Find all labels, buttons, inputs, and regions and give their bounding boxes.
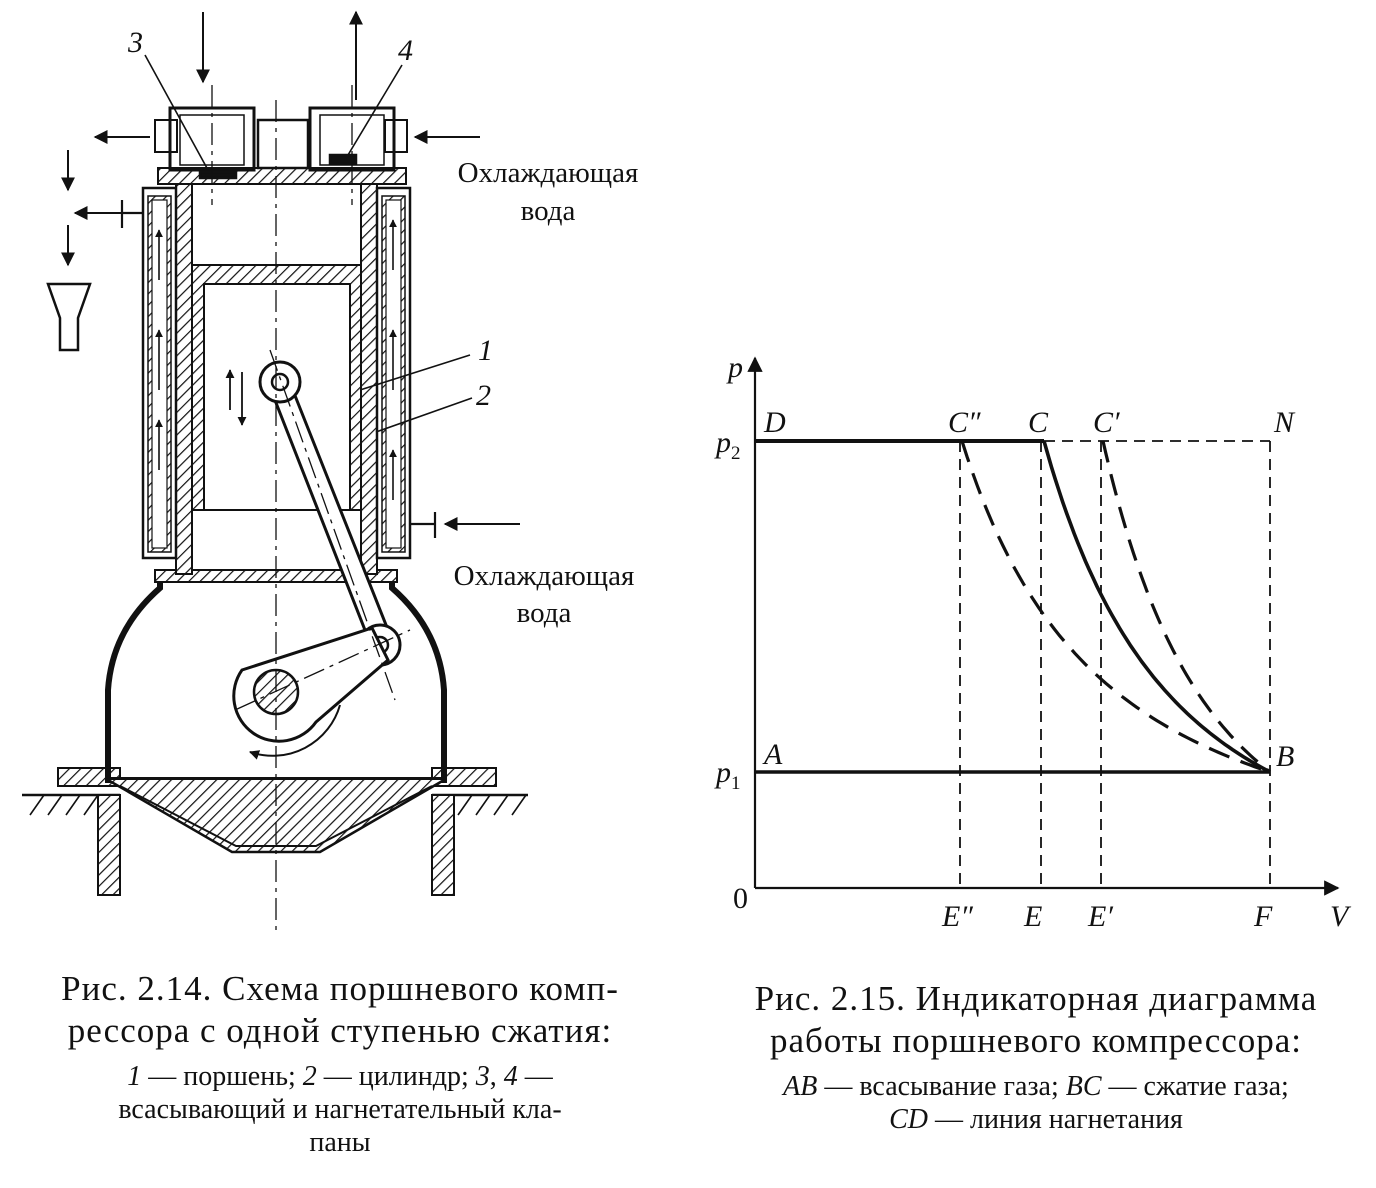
point-label-n: N — [1273, 406, 1296, 439]
drain-funnel-icon — [46, 282, 92, 352]
point-label-f: F — [1253, 900, 1273, 933]
caption-fig-2-14-title: Рис. 2.14. Схема поршневого комп- рессор… — [10, 968, 670, 1052]
flow-arrows — [61, 10, 520, 531]
point-label-c1: C′ — [1093, 406, 1120, 439]
center-lines — [211, 85, 411, 930]
point-label-b: B — [1276, 740, 1294, 773]
cooling-water-bottom-line2: вода — [517, 597, 572, 629]
discharge-valve-plate — [328, 153, 358, 166]
caption-fig-2-15-line1: Рис. 2.15. Индикаторная диаграмма — [754, 979, 1318, 1018]
caption-fig-2-15-title: Рис. 2.15. Индикаторная диаграмма работы… — [700, 978, 1372, 1062]
caption-fig-2-15-legend-line1: AB — всасывание газа; BC — сжатие газа; — [783, 1071, 1289, 1102]
compressor-scheme — [22, 10, 528, 930]
caption-fig-2-14-line2: рессора с одной ступенью сжатия: — [67, 1011, 613, 1050]
caption-fig-2-14-legend: 1 — поршень; 2 — цилиндр; 3, 4 — всасыва… — [10, 1060, 670, 1159]
curve-bc1-adiabatic — [1101, 440, 1271, 774]
point-label-e: E — [1023, 900, 1042, 933]
cooling-water-bottom-line1: Охлаждающая — [454, 560, 635, 592]
point-label-c2: C″ — [948, 406, 981, 439]
curve-bc2-isothermal — [960, 440, 1271, 774]
axis-label-v: V — [1330, 900, 1352, 933]
connecting-rod — [258, 360, 402, 667]
point-label-e1: E′ — [1087, 900, 1113, 933]
water-jacket-left — [141, 186, 178, 560]
point-label-d: D — [763, 406, 786, 439]
cylinder-wall-right — [360, 179, 378, 575]
cylinder-wall-left — [175, 179, 193, 575]
part-label-1: 1 — [478, 334, 493, 367]
caption-fig-2-14: Рис. 2.14. Схема поршневого комп- рессор… — [10, 968, 670, 1159]
part-label-3: 3 — [127, 26, 143, 59]
caption-fig-2-15-legend: AB — всасывание газа; BC — сжатие газа; … — [700, 1070, 1372, 1136]
point-label-e2: E″ — [941, 900, 973, 933]
pressure-label-p2: p2 — [714, 426, 741, 464]
cooling-water-top-line1: Охлаждающая — [458, 157, 639, 189]
point-label-c: C — [1028, 406, 1049, 439]
caption-fig-2-15-line2: работы поршневого компрессора: — [769, 1021, 1303, 1060]
indicator-diagram — [747, 356, 1340, 896]
caption-fig-2-14-line1: Рис. 2.14. Схема поршневого комп- — [61, 969, 619, 1008]
cooling-water-top-line2: вода — [521, 195, 576, 227]
caption-fig-2-14-legend-line1: 1 — поршень; 2 — цилиндр; 3, 4 — — [127, 1061, 553, 1092]
water-flow-arrows — [155, 219, 397, 500]
point-label-a: A — [762, 738, 783, 771]
part-label-4: 4 — [398, 34, 413, 67]
pressure-label-p1: p1 — [714, 756, 741, 794]
caption-fig-2-15: Рис. 2.15. Индикаторная диаграмма работы… — [700, 978, 1372, 1136]
caption-fig-2-14-legend-line3: паны — [309, 1127, 371, 1158]
axis-label-p: p — [726, 351, 743, 384]
water-jacket-right — [375, 186, 412, 560]
caption-fig-2-15-legend-line2: CD — линия нагнетания — [889, 1104, 1183, 1135]
axis-origin: 0 — [733, 882, 748, 915]
part-label-2: 2 — [476, 379, 491, 412]
crankshaft — [232, 626, 390, 760]
suction-valve-plate — [198, 170, 238, 180]
caption-fig-2-14-legend-line2: всасывающий и нагнетательный кла- — [118, 1094, 562, 1125]
foundation — [22, 793, 528, 896]
curve-bc-polytropic — [1042, 440, 1271, 774]
